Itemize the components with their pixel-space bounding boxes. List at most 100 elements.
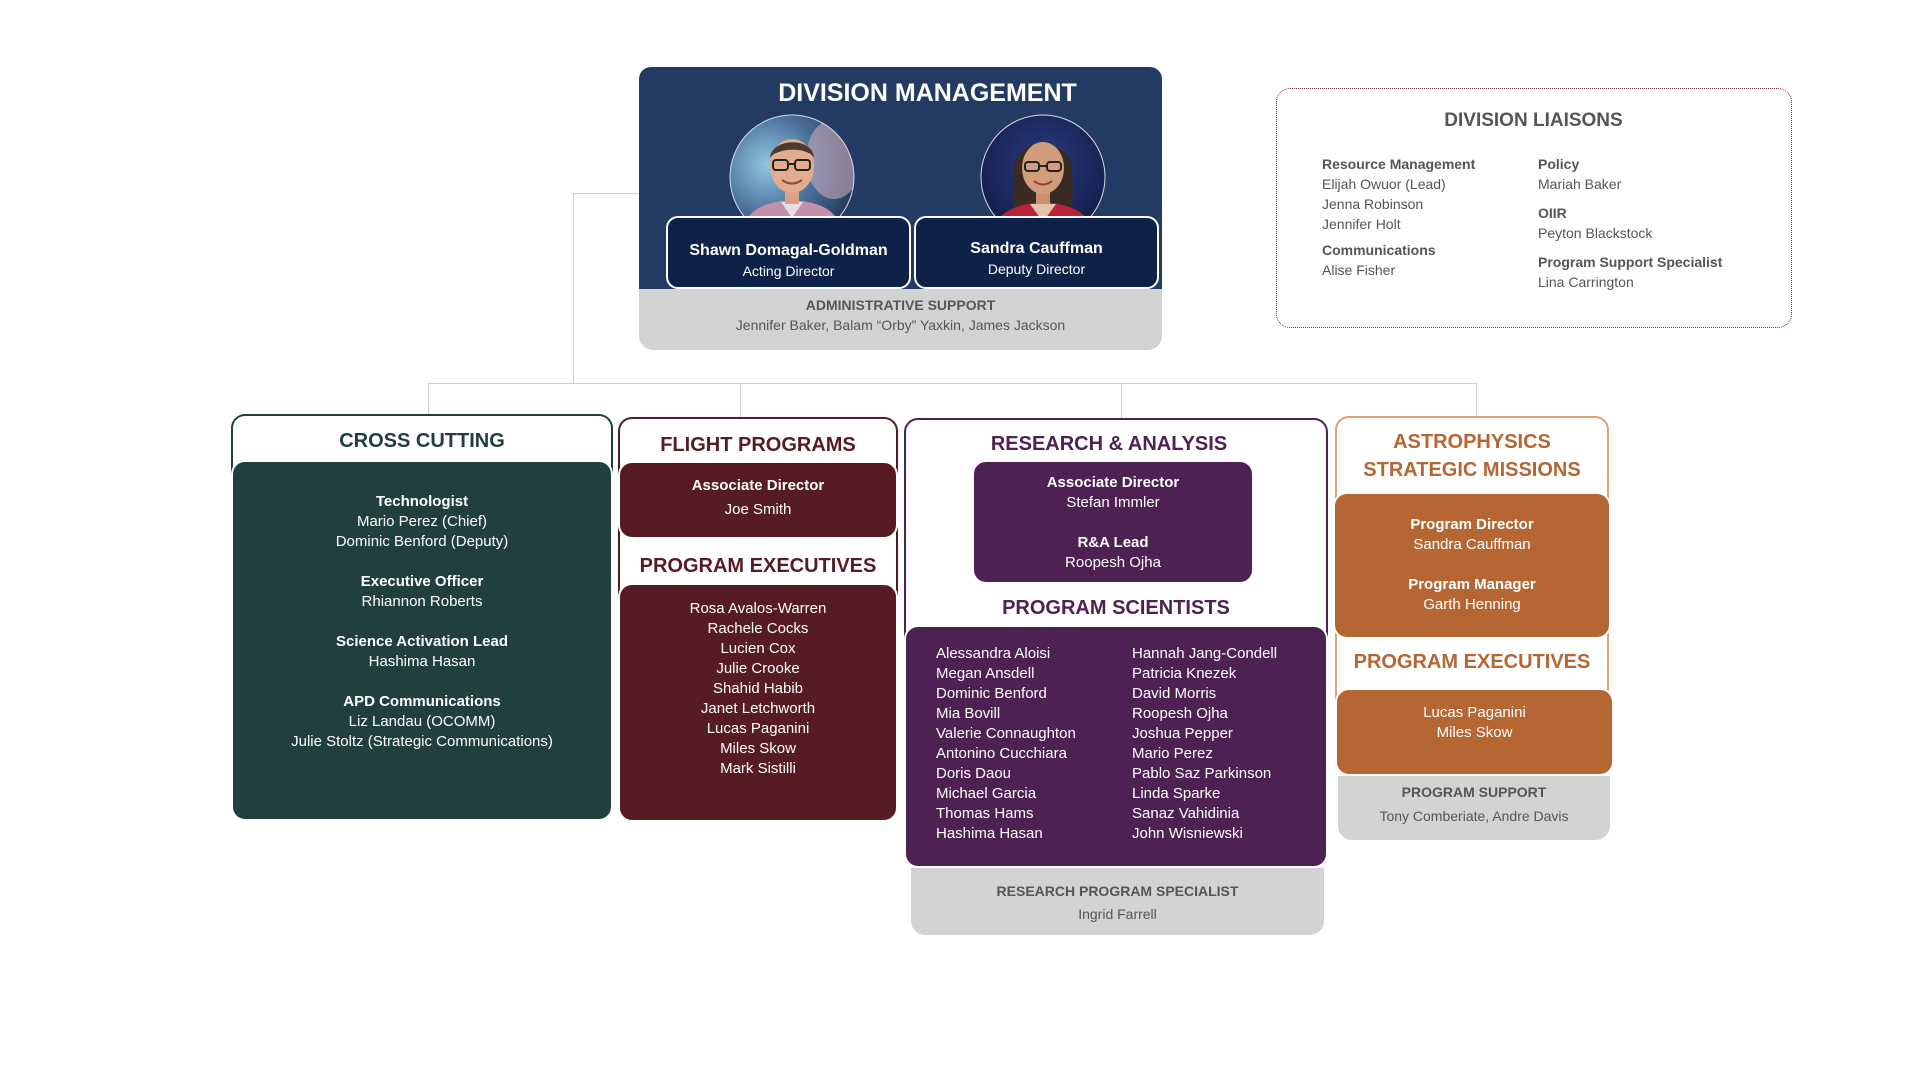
group-name: Julie Stoltz (Strategic Communications) [291,733,553,750]
astrophysics-title: ASTROPHYSICS STRATEGIC MISSIONS [1335,428,1609,484]
group-heading: Executive Officer [360,573,484,590]
connector-drop-flight [740,383,741,419]
research-associate-director-name: Stefan Immler [1066,494,1160,511]
list-item: Hannah Jang-Condell [1132,645,1278,662]
research-analysis-title: RESEARCH & ANALYSIS [990,433,1228,455]
liaison-name: Jenna Robinson [1322,196,1424,212]
list-item: Michael Garcia [936,785,1037,802]
group-name: Hashima Hasan [368,653,476,670]
program-support-names: Tony Comberiate, Andre Davis [1379,808,1569,824]
research-program-specialist-panel: RESEARCH PROGRAM SPECIALIST Ingrid Farre… [911,868,1324,935]
group-heading: Science Activation Lead [335,633,508,650]
flight-program-executives-title: PROGRAM EXECUTIVES [639,555,877,577]
group-name: Liz Landau (OCOMM) [348,713,496,730]
list-item: Lucien Cox [720,640,796,657]
ra-lead-heading: R&A Lead [1077,534,1149,551]
list-item: Rosa Avalos-Warren [689,600,827,617]
list-item: John Wisniewski [1132,825,1243,842]
program-manager-name: Garth Henning [1423,596,1521,613]
list-item: Thomas Hams [936,805,1034,822]
liaisons-right-column: Policy Mariah Baker OIIR Peyton Blacksto… [1538,154,1778,292]
list-item: Miles Skow [1436,724,1513,741]
card-deputy-director: Sandra Cauffman Deputy Director [914,216,1159,289]
program-scientists-right-column: Hannah Jang-Condell Patricia Knezek Davi… [1132,644,1322,844]
list-item: Rachele Cocks [707,620,809,637]
research-leadership-card: Associate Director Stefan Immler R&A Lea… [972,460,1254,584]
cross-cutting-body: Technologist Mario Perez (Chief) Dominic… [231,460,613,821]
administrative-support-names: Jennifer Baker, Balam “Orby” Yaxkin, Jam… [735,317,1066,333]
deputy-director-role: Deputy Director [987,261,1086,277]
research-program-specialist-title: RESEARCH PROGRAM SPECIALIST [996,883,1239,899]
list-item: Linda Sparke [1132,785,1221,802]
liaison-heading: OIIR [1538,205,1567,221]
list-item: Mark Sistilli [720,760,796,777]
list-item: Antonino Cucchiara [936,745,1067,762]
group-name: Rhiannon Roberts [361,593,483,610]
program-director-name: Sandra Cauffman [1413,536,1531,553]
program-support-panel: PROGRAM SUPPORT Tony Comberiate, Andre D… [1338,776,1610,840]
acting-director-role: Acting Director [742,263,835,279]
list-item: Hashima Hasan [936,825,1043,842]
astrophysics-title-line2: STRATEGIC MISSIONS [1363,459,1581,481]
list-item: Joshua Pepper [1132,725,1233,742]
list-item: Megan Ansdell [936,665,1035,682]
list-item: Patricia Knezek [1132,665,1237,682]
division-liaisons-title: DIVISION LIAISONS [1444,110,1623,131]
program-scientists-left-column: Alessandra Aloisi Megan Ansdell Dominic … [936,644,1126,844]
flight-associate-director-card: Associate Director Joe Smith [618,461,898,539]
list-item: Janet Letchworth [700,700,816,717]
liaison-name: Jennifer Holt [1322,216,1401,232]
liaison-group-policy: Policy Mariah Baker [1538,154,1778,194]
connector-mgmt-trunk [573,193,574,384]
list-item: Julie Crooke [716,660,800,677]
liaison-heading: Program Support Specialist [1538,254,1723,270]
program-support-title: PROGRAM SUPPORT [1401,784,1547,800]
research-associate-director-heading: Associate Director [1046,474,1180,491]
ra-lead-name: Roopesh Ojha [1065,554,1161,571]
program-director-heading: Program Director [1410,516,1534,533]
flight-associate-director-heading: Associate Director [691,477,825,494]
group-name: Mario Perez (Chief) [356,513,488,530]
liaison-name: Lina Carrington [1538,274,1634,290]
group-heading: APD Communications [343,693,501,710]
list-item: Valerie Connaughton [936,725,1076,742]
flight-program-executives-list: Rosa Avalos-Warren Rachele Cocks Lucien … [618,583,898,822]
list-item: Lucas Paganini [706,720,810,737]
list-item: Doris Daou [936,765,1012,782]
flight-associate-director-name: Joe Smith [724,501,792,518]
deputy-director-name: Sandra Cauffman [970,240,1103,257]
liaison-heading: Resource Management [1322,156,1476,172]
list-item: Roopesh Ojha [1132,705,1228,722]
connector-horizontal-bus [428,383,1477,384]
division-liaisons-panel: DIVISION LIAISONS Resource Management El… [1276,88,1792,328]
cross-cutting-group-science-activation: Science Activation Lead Hashima Hasan [233,632,611,672]
group-name: Dominic Benford (Deputy) [335,533,509,550]
group-heading: Technologist [375,493,469,510]
administrative-support-panel: ADMINISTRATIVE SUPPORT Jennifer Baker, B… [639,289,1162,350]
program-scientists-title: PROGRAM SCIENTISTS [1002,597,1230,619]
astrophysics-title-line1: ASTROPHYSICS [1393,431,1551,453]
list-item: Miles Skow [720,740,796,757]
liaison-group-program-support-specialist: Program Support Specialist Lina Carringt… [1538,252,1778,292]
liaison-name: Alise Fisher [1322,262,1396,278]
cross-cutting-group-apd-communications: APD Communications Liz Landau (OCOMM) Ju… [233,692,611,752]
connector-drop-research [1121,383,1122,420]
list-item: David Morris [1132,685,1217,702]
list-item: Pablo Saz Parkinson [1132,765,1272,782]
list-item: Mia Bovill [936,705,1001,722]
astrophysics-program-executives-title: PROGRAM EXECUTIVES [1353,651,1591,673]
list-item: Shahid Habib [712,680,804,697]
astrophysics-program-executives-list: Lucas Paganini Miles Skow [1335,688,1614,776]
cross-cutting-title: CROSS CUTTING [339,430,505,452]
liaison-name: Peyton Blackstock [1538,225,1653,241]
administrative-support-title: ADMINISTRATIVE SUPPORT [805,297,996,313]
division-management-title: DIVISION MANAGEMENT [778,79,1077,107]
research-program-specialist-name: Ingrid Farrell [1078,906,1157,922]
cross-cutting-group-executive-officer: Executive Officer Rhiannon Roberts [233,572,611,612]
astrophysics-leadership-card: Program Director Sandra Cauffman Program… [1333,492,1611,639]
program-manager-heading: Program Manager [1408,576,1536,593]
liaison-group-resource-management: Resource Management Elijah Owuor (Lead) … [1322,154,1532,234]
flight-programs-title: FLIGHT PROGRAMS [660,434,856,456]
list-item: Lucas Paganini [1423,704,1526,721]
liaison-name: Mariah Baker [1538,176,1622,192]
